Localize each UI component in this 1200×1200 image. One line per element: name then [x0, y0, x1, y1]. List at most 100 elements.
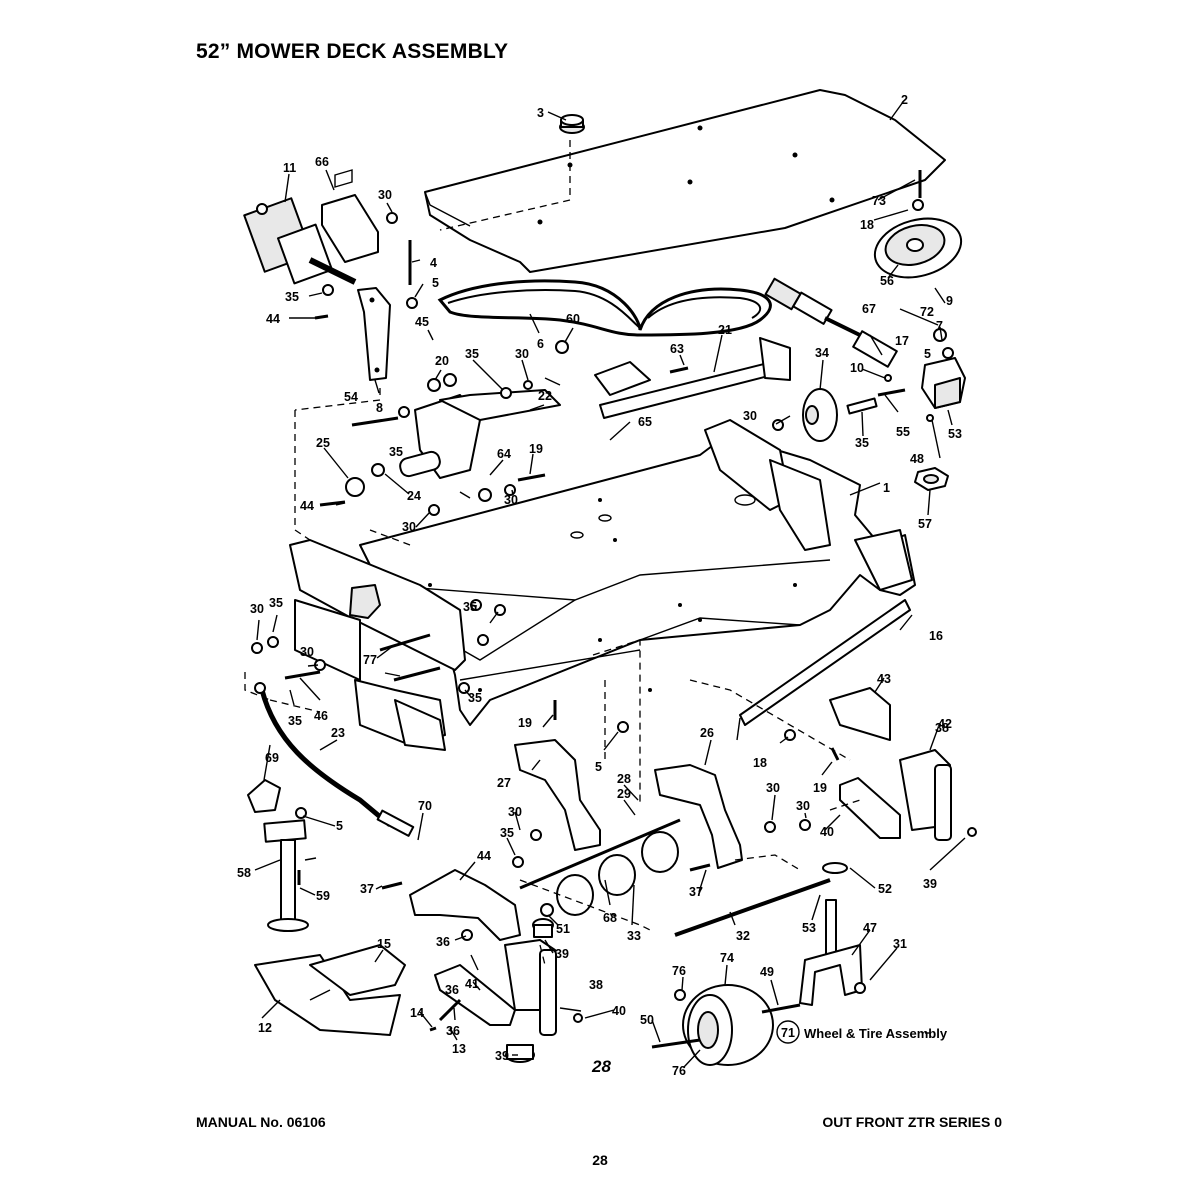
- baffle-strip: [739, 599, 911, 726]
- callout-label: 68: [603, 911, 617, 925]
- callout-label: 64: [497, 447, 511, 461]
- callout-label: 40: [612, 1004, 626, 1018]
- callout-label: 30: [796, 799, 810, 813]
- callout-label: 30: [250, 602, 264, 616]
- callout-label: 30: [766, 781, 780, 795]
- actuator-bracket: [321, 169, 379, 263]
- knob: [559, 114, 585, 134]
- wheel-tire-label: Wheel & Tire Assembly: [804, 1026, 948, 1041]
- page-number: 28: [592, 1152, 608, 1168]
- callout-label: 70: [418, 799, 432, 813]
- callout-label: 18: [860, 218, 874, 232]
- fasteners: [251, 170, 977, 1032]
- callout-label: 48: [910, 452, 924, 466]
- callout-label: 30: [504, 493, 518, 507]
- page-title: 52” MOWER DECK ASSEMBLY: [196, 40, 509, 63]
- gearbox: [921, 357, 966, 409]
- drive-belt: [437, 279, 772, 337]
- callout-label: 44: [266, 312, 280, 326]
- callout-label: 5: [924, 347, 931, 361]
- callout-label: 37: [360, 882, 374, 896]
- callout-label: 15: [377, 937, 391, 951]
- callout-label: 2: [901, 93, 908, 107]
- spindle-pulley: [873, 217, 963, 279]
- callout-label: 56: [880, 274, 894, 288]
- callout-label: 36: [436, 935, 450, 949]
- callout-label: 31: [893, 937, 907, 951]
- alignment-lines: [244, 388, 861, 966]
- callout-label: 45: [415, 315, 429, 329]
- front-caster-bracket: [434, 918, 557, 1063]
- callout-label: 58: [237, 866, 251, 880]
- deck-cover: [424, 89, 946, 273]
- tie-rod: [259, 689, 415, 837]
- callout-label: 39: [555, 947, 569, 961]
- caster-fork: [799, 862, 863, 1006]
- callout-label: 35: [465, 347, 479, 361]
- idler-shaft: [594, 337, 791, 419]
- callout-label: 66: [315, 155, 329, 169]
- callout-label: 73: [872, 194, 886, 208]
- callout-label: 35: [463, 600, 477, 614]
- callout-label: 26: [700, 726, 714, 740]
- callout-label: 8: [376, 401, 383, 415]
- callout-label: 42: [938, 717, 952, 731]
- wheel-tire-note: 71 Wheel & Tire Assembly: [776, 1020, 948, 1044]
- front-mount-plate: [289, 539, 466, 751]
- callout-label: 39: [923, 877, 937, 891]
- rear-mount-bracket: [704, 419, 913, 591]
- callout-label: 40: [820, 825, 834, 839]
- callout-label: 30: [378, 188, 392, 202]
- callout-label: 35: [855, 436, 869, 450]
- callout-label: 53: [948, 427, 962, 441]
- callout-label: 49: [760, 965, 774, 979]
- callout-label: 24: [407, 489, 421, 503]
- callout-label: 17: [895, 334, 909, 348]
- callout-label: 30: [402, 520, 416, 534]
- callout-label: 29: [617, 787, 631, 801]
- callout-label: 69: [265, 751, 279, 765]
- callout-label: 28: [617, 772, 631, 786]
- mower-deck-shell: [359, 439, 916, 726]
- roller-rod: [674, 878, 831, 937]
- callout-label: 5: [595, 760, 602, 774]
- callout-label: 7: [936, 319, 943, 333]
- callout-label: 46: [314, 709, 328, 723]
- callout-label: 13: [452, 1042, 466, 1056]
- callout-label: 30: [508, 805, 522, 819]
- callout-label: 25: [316, 436, 330, 450]
- callout-label: 77: [363, 653, 377, 667]
- callout-label: 5: [432, 276, 439, 290]
- callout-label: 74: [720, 951, 734, 965]
- callout-label: 38: [935, 721, 949, 735]
- callout-label: 50: [640, 1013, 654, 1027]
- callout-label: 20: [435, 354, 449, 368]
- callout-leaders: [254, 101, 966, 1068]
- callout-label: 19: [529, 442, 543, 456]
- callout-label: 5: [336, 819, 343, 833]
- callout-label: 72: [920, 305, 934, 319]
- callout-label: 44: [477, 849, 491, 863]
- discharge-chute: [254, 944, 406, 1036]
- callout-label: 35: [285, 290, 299, 304]
- callout-label: 36: [445, 983, 459, 997]
- illustration-page-number: 28: [591, 1057, 611, 1076]
- lift-actuator: [243, 197, 357, 285]
- callout-label: 3: [537, 106, 544, 120]
- callout-label: 36: [446, 1024, 460, 1038]
- callout-label: 9: [946, 294, 953, 308]
- callout-label: 30: [515, 347, 529, 361]
- callout-label: 38: [589, 978, 603, 992]
- callout-label: 76: [672, 1064, 686, 1078]
- callout-label: 18: [753, 756, 767, 770]
- callout-label: 27: [497, 776, 511, 790]
- callout-label: 63: [670, 342, 684, 356]
- callout-label: 67: [862, 302, 876, 316]
- callout-label: 22: [538, 389, 552, 403]
- callout-label: 23: [331, 726, 345, 740]
- callout-label: 30: [300, 645, 314, 659]
- lift-arm: [357, 287, 391, 381]
- pin: [846, 397, 878, 415]
- callout-label: 1: [883, 481, 890, 495]
